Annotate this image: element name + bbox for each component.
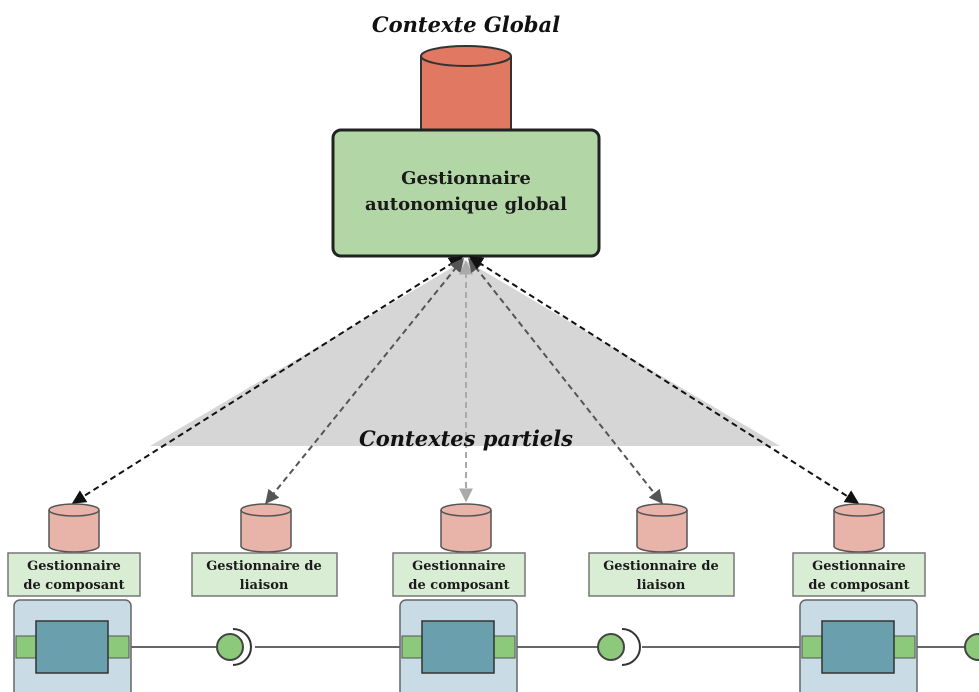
provided-interface — [964, 633, 979, 661]
manager-label-line2: de composant — [808, 578, 909, 593]
link-arrow — [468, 256, 860, 504]
component — [799, 599, 918, 692]
binding-manager — [191, 552, 338, 597]
manager-label-line2: de composant — [23, 578, 124, 593]
component-manager — [392, 552, 526, 597]
global-manager-label-line2: autonomique global — [365, 194, 567, 215]
required-interface — [621, 628, 641, 666]
manager-label-line2: liaison — [240, 578, 289, 593]
global-context-database — [420, 45, 512, 139]
manager-label-line1: Gestionnaire — [412, 559, 506, 574]
component-manager — [7, 552, 141, 597]
provided-interface — [597, 633, 625, 661]
local-context-database — [240, 503, 292, 553]
manager-label-line1: Gestionnaire de — [206, 559, 322, 574]
manager-label-line2: liaison — [637, 578, 686, 593]
component-manager — [792, 552, 926, 597]
link-arrow — [265, 257, 464, 505]
manager-label-line1: Gestionnaire de — [603, 559, 719, 574]
manager-label-line2: de composant — [408, 578, 509, 593]
partial-contexts-label: Contextes partiels — [359, 426, 573, 451]
local-context-database — [440, 503, 492, 553]
local-context-database — [636, 503, 688, 553]
local-context-database — [48, 503, 100, 553]
provided-interface — [216, 633, 244, 661]
global-manager-label-line1: Gestionnaire — [401, 168, 531, 189]
component — [13, 599, 132, 692]
component — [399, 599, 518, 692]
global-autonomic-manager — [331, 128, 601, 258]
required-interface — [232, 628, 252, 666]
manager-label-line1: Gestionnaire — [812, 559, 906, 574]
binding-manager — [588, 552, 735, 597]
manager-label-line1: Gestionnaire — [27, 559, 121, 574]
local-context-database — [833, 503, 885, 553]
global-context-title: Contexte Global — [372, 12, 560, 37]
